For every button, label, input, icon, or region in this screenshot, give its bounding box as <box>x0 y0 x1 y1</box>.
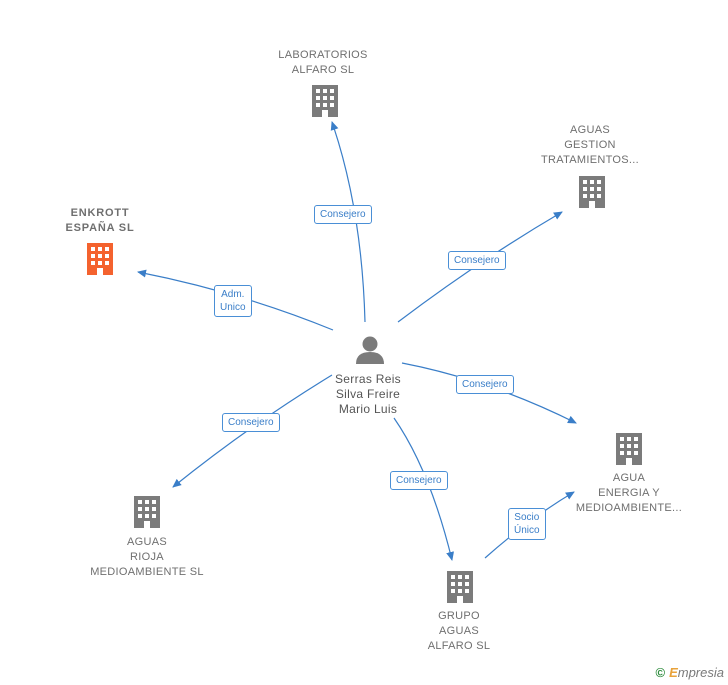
node-person[interactable]: Serras Reis Silva Freire Mario Luis <box>310 372 426 417</box>
edge-label-text: Socio <box>514 512 540 523</box>
footer-brand[interactable]: ©Empresia <box>655 665 724 680</box>
edge-label-grupo-aguas: Consejero <box>390 471 448 490</box>
building-icon-enkrott <box>87 243 113 275</box>
copyright-icon: © <box>655 665 666 680</box>
edge-label-text: Único <box>514 525 540 536</box>
edge-label-text: Unico <box>220 302 246 313</box>
person-name-line: Serras Reis <box>335 372 401 386</box>
edge-label-text: Consejero <box>396 475 442 486</box>
edge-label-enkrott: Adm. Unico <box>214 285 252 317</box>
node-aguas-gestion[interactable]: AGUAS GESTION TRATAMIENTOS... <box>530 123 650 168</box>
node-agua-energia[interactable]: AGUA ENERGIA Y MEDIOAMBIENTE... <box>568 471 690 516</box>
node-label-line: MEDIOAMBIENTE... <box>575 502 683 514</box>
edge-label-aguas-rioja: Consejero <box>222 413 280 432</box>
edge-label-text: Consejero <box>320 209 366 220</box>
building-icon-agua-energia <box>616 433 642 465</box>
node-label-line: GRUPO <box>438 610 480 622</box>
edge-label-aguas-gestion: Consejero <box>448 251 506 270</box>
node-label-line: ALFARO SL <box>427 640 491 652</box>
node-label-line: LABORATORIOS <box>278 49 368 61</box>
node-laboratorios[interactable]: LABORATORIOS ALFARO SL <box>263 48 383 78</box>
node-label-line: TRATAMIENTOS... <box>540 154 639 166</box>
node-enkrott[interactable]: ENKROTT ESPAÑA SL <box>40 206 160 236</box>
edge-label-text: Consejero <box>462 379 508 390</box>
edge-label-laboratorios: Consejero <box>314 205 372 224</box>
node-label-line: AGUAS <box>126 536 167 548</box>
brand-initial: E <box>669 665 678 680</box>
edge-label-text: Adm. <box>221 289 245 300</box>
node-grupo-aguas[interactable]: GRUPO AGUAS ALFARO SL <box>399 609 519 654</box>
edge-label-grupo-to-agua: Socio Único <box>508 508 546 540</box>
node-label-line: AGUAS <box>569 124 610 136</box>
building-icon-laboratorios <box>312 85 338 117</box>
edge-label-text: Consejero <box>228 417 274 428</box>
node-label-line: RIOJA <box>130 551 164 563</box>
node-label-line: MEDIOAMBIENTE SL <box>90 566 204 578</box>
node-label-line: AGUA <box>612 472 646 484</box>
person-name-line: Mario Luis <box>338 402 398 416</box>
edge-label-text: Consejero <box>454 255 500 266</box>
node-label-line: ESPAÑA SL <box>65 222 135 234</box>
node-label-line: GESTION <box>564 139 616 151</box>
building-icon-aguas-gestion <box>579 176 605 208</box>
person-icon <box>356 336 384 364</box>
edge-label-agua-energia: Consejero <box>456 375 514 394</box>
person-name-line: Silva Freire <box>335 387 401 401</box>
node-label-line: ALFARO SL <box>291 64 355 76</box>
node-label-line: ENKROTT <box>70 207 130 219</box>
node-label-line: AGUAS <box>438 625 479 637</box>
node-aguas-rioja[interactable]: AGUAS RIOJA MEDIOAMBIENTE SL <box>86 535 208 580</box>
building-icon-aguas-rioja <box>134 496 160 528</box>
building-icon-grupo-aguas <box>447 571 473 603</box>
node-label-line: ENERGIA Y <box>598 487 660 499</box>
brand-name: mpresia <box>677 665 724 680</box>
